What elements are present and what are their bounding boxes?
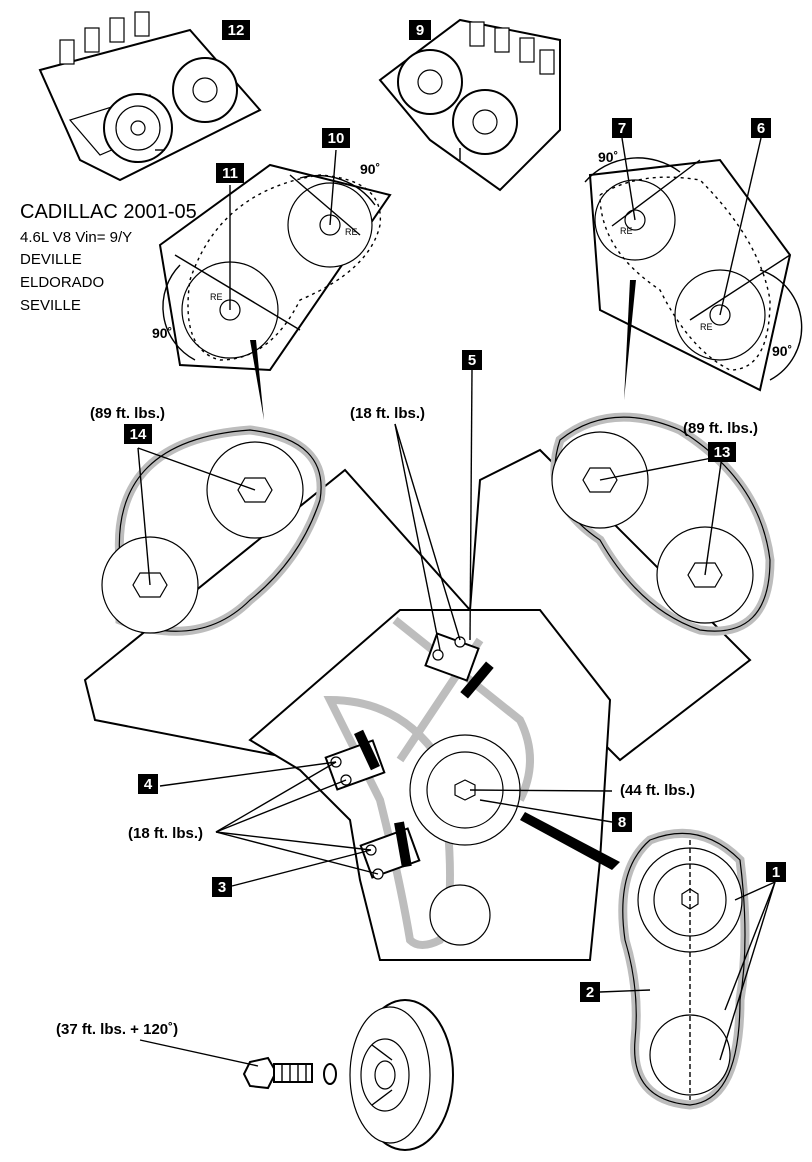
svg-text:11: 11 [222, 165, 238, 182]
svg-text:5: 5 [468, 352, 476, 369]
left-cam-detail: 90˚ 90˚ RE RE [152, 161, 392, 372]
callout-5: 5 [462, 350, 482, 370]
engine-block [83, 412, 775, 961]
callout-13: 13 [708, 442, 736, 462]
timing-mark-re-1: RE [345, 227, 358, 237]
detail-pointer-right [624, 280, 636, 400]
svg-text:6: 6 [757, 120, 765, 137]
angle-label-left-upper: 90˚ [360, 161, 380, 177]
callout-7: 7 [612, 118, 632, 138]
torque-crank-sprocket: (44 ft. lbs.) [620, 782, 695, 799]
callout-2: 2 [580, 982, 600, 1002]
engine-spec: 4.6L V8 Vin= 9/Y [20, 229, 132, 246]
callout-6: 6 [751, 118, 771, 138]
svg-text:12: 12 [228, 22, 245, 39]
svg-text:7: 7 [618, 120, 626, 137]
crank-chain-detail [618, 828, 750, 1110]
svg-text:8: 8 [618, 814, 626, 831]
vehicle-info: CADILLAC 2001-05 4.6L V8 Vin= 9/Y DEVILL… [20, 201, 197, 314]
right-head-illustration [378, 18, 561, 192]
torque-left-cam: (89 ft. lbs.) [90, 405, 165, 422]
svg-text:10: 10 [328, 130, 345, 147]
svg-text:3: 3 [218, 879, 226, 896]
detail-pointer-left [250, 340, 264, 420]
torque-crank-bolt: (37 ft. lbs. + 120˚) [56, 1021, 178, 1038]
svg-text:1: 1 [772, 864, 780, 881]
callout-3: 3 [212, 877, 232, 897]
callout-12: 12 [222, 20, 250, 40]
callout-8: 8 [612, 812, 632, 832]
torque-tensioner-lower: (18 ft. lbs.) [128, 825, 203, 842]
callout-11: 11 [216, 163, 244, 183]
callout-9: 9 [409, 20, 431, 40]
callout-1: 1 [766, 862, 786, 882]
callouts: 1 2 3 4 5 6 7 8 9 10 11 12 13 14 [124, 20, 786, 1002]
callout-14: 14 [124, 424, 152, 444]
left-head-illustration [38, 11, 262, 182]
torque-tensioner-upper: (18 ft. lbs.) [350, 405, 425, 422]
model-seville: SEVILLE [20, 297, 81, 314]
angle-label-left-lower: 90˚ [152, 325, 172, 341]
leader-lines [137, 137, 776, 1067]
svg-text:4: 4 [144, 776, 153, 793]
crank-pulley-assembly [242, 999, 454, 1151]
svg-text:13: 13 [714, 444, 731, 461]
vehicle-title: CADILLAC 2001-05 [20, 201, 197, 223]
torque-right-cam: (89 ft. lbs.) [683, 420, 758, 437]
model-eldorado: ELDORADO [20, 274, 104, 291]
timing-mark-re-3: RE [620, 226, 633, 236]
model-deville: DEVILLE [20, 251, 82, 268]
detail-pointer-crank [520, 812, 620, 870]
callout-4: 4 [138, 774, 158, 794]
angle-label-right-lower: 90˚ [772, 343, 792, 359]
svg-text:14: 14 [130, 426, 147, 443]
timing-mark-re-4: RE [700, 322, 713, 332]
right-cam-detail: 90˚ 90˚ RE RE [584, 149, 803, 392]
torque-labels: (89 ft. lbs.) (89 ft. lbs.) (18 ft. lbs.… [56, 405, 758, 1038]
angle-label-right-upper: 90˚ [598, 149, 618, 165]
svg-text:9: 9 [416, 22, 424, 39]
svg-text:2: 2 [586, 984, 594, 1001]
timing-mark-re-2: RE [210, 292, 223, 302]
callout-10: 10 [322, 128, 350, 148]
